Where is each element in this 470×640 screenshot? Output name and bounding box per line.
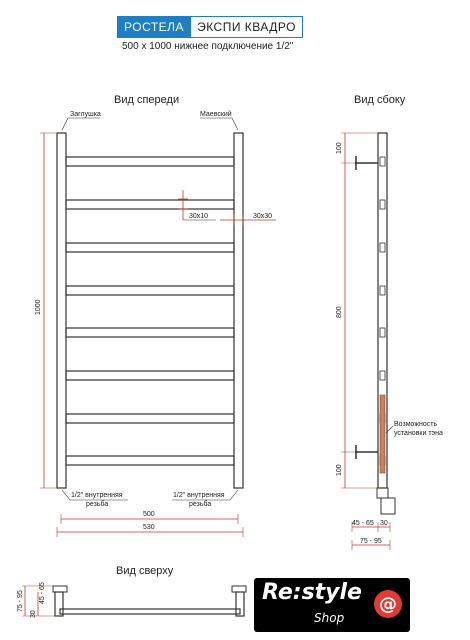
towel-bar (65, 285, 235, 296)
top-b-dim: 30 (30, 610, 37, 618)
depth-30-dim: 30 (380, 520, 388, 527)
side-bar-end (379, 199, 386, 210)
thread-left-label-2: резьба (86, 500, 108, 508)
depth-small-dim: 45 - 65 (352, 520, 374, 527)
side-top-dim: 100 (336, 142, 343, 154)
side-bar-end (379, 370, 386, 381)
side-bar-end (379, 285, 386, 296)
bar-size-label: 30х10 (189, 213, 208, 220)
thread-right-label-2: резьба (189, 500, 211, 508)
side-bar-end (379, 242, 386, 253)
logo-shop-text: Shop (314, 611, 345, 625)
side-bar-end (379, 156, 386, 167)
brand-label: РОСТЕЛА (117, 16, 192, 38)
top-a-dim: 75 - 95 (17, 590, 24, 612)
towel-bar (65, 156, 235, 167)
side-bar-end (379, 327, 386, 338)
mayevsky-label: Маевский (200, 110, 232, 118)
depth-total-dim: 75 - 95 (360, 538, 382, 545)
towel-bar (65, 370, 235, 381)
model-label: ЭКСПИ КВАДРО (191, 16, 303, 38)
svg-text:@: @ (379, 594, 397, 615)
front-view-title: Вид спереди (114, 94, 180, 106)
top-view: 75 - 95 30 45 - 65 (17, 582, 247, 618)
thread-right-label: 1/2" внутренняя (173, 492, 225, 499)
side-bot-dim: 100 (336, 464, 343, 476)
towel-bar (65, 242, 235, 253)
towel-bars (65, 156, 235, 466)
logo-main-text: Re:style (262, 580, 362, 605)
towel-bar (65, 327, 235, 338)
side-view: 100 800 100 Возможность установки тэна 4… (336, 132, 443, 550)
height-dim: 1000 (35, 299, 42, 315)
width-inner-dim: 500 (143, 511, 155, 518)
front-view: Заглушка Маевский 30х10 30х30 1000 1/2" … (35, 110, 276, 537)
side-mid-dim: 800 (336, 306, 343, 318)
subtitle: 500 х 1000 нижнее подключение 1/2" (122, 41, 294, 52)
thread-left-label: 1/2" внутренняя (71, 492, 123, 499)
restyle-shop-logo: Re:style Shop @ (254, 578, 410, 632)
right-post (233, 132, 244, 489)
top-view-title: Вид сверху (116, 565, 174, 577)
top-bar (59, 608, 241, 615)
towel-bar (65, 199, 235, 210)
side-view-title: Вид сбоку (354, 94, 406, 106)
towel-bar (65, 455, 235, 466)
left-post (56, 132, 67, 489)
post-size-label: 30х30 (253, 213, 272, 220)
width-outer-dim: 530 (143, 524, 155, 531)
heater-label: Возможность (394, 421, 437, 428)
heater-element (379, 394, 386, 474)
heater-label-2: установки тэна (394, 430, 443, 437)
towel-bar (65, 413, 235, 424)
header: РОСТЕЛА ЭКСПИ КВАДРО (117, 16, 303, 38)
logo-at-icon: @ (374, 590, 402, 618)
top-c-dim: 45 - 65 (39, 582, 46, 604)
plug-label: Заглушка (70, 111, 101, 118)
